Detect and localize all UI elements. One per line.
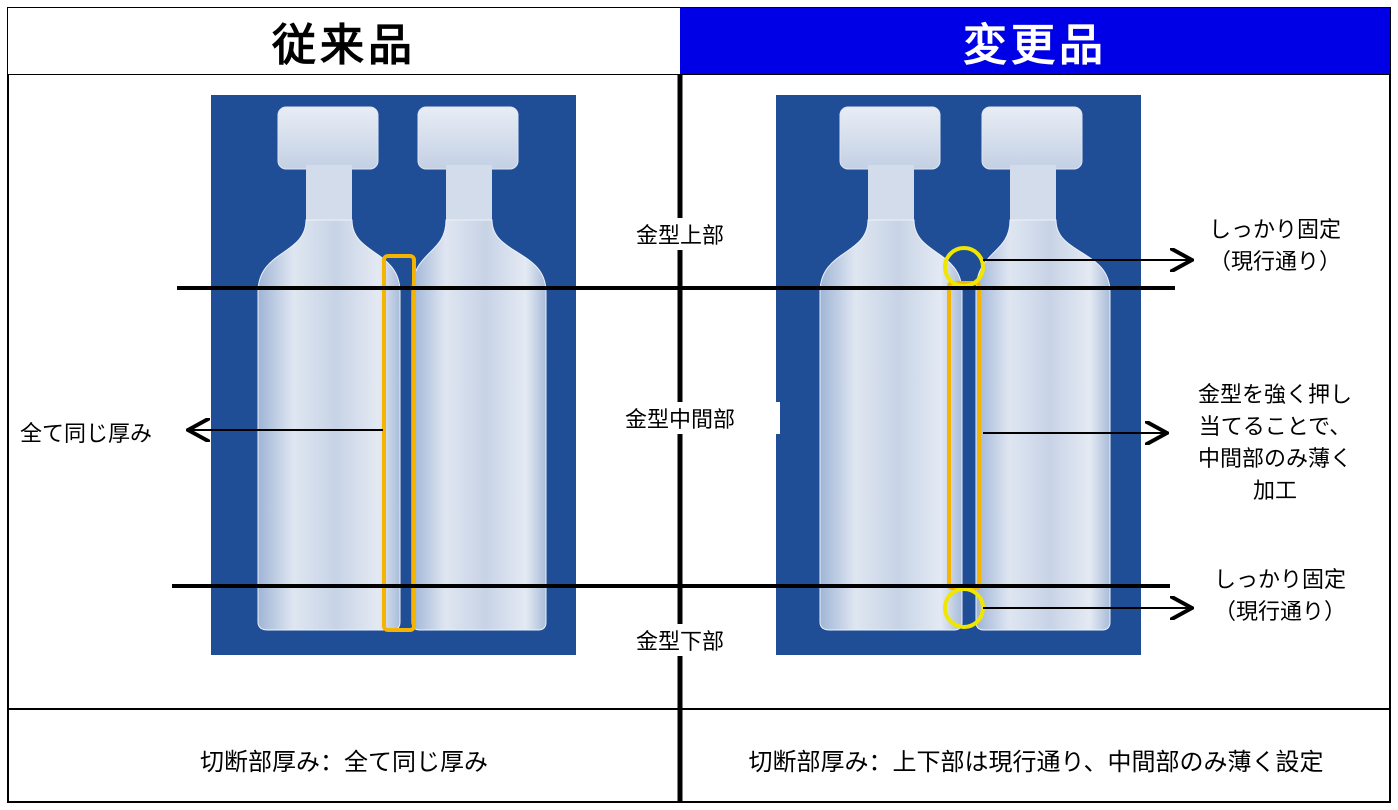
left-product-photo (211, 95, 576, 655)
cut-section-highlight (382, 254, 416, 632)
mold-top-label: 金型上部 (590, 218, 770, 250)
bottom-fixed-line2: （現行通り） (1213, 600, 1346, 625)
top-fixed-note: しっかり固定 （現行通り） (1190, 215, 1360, 279)
top-fixed-line2: （現行通り） (1208, 250, 1341, 275)
header-conventional: 従来品 (8, 8, 680, 74)
right-product-photo (776, 95, 1141, 655)
top-fixed-line1: しっかり固定 (1208, 218, 1341, 243)
footer-right-text: 切断部厚み：上下部は現行通り、中間部のみ薄く設定 (748, 748, 1324, 776)
mold-bottom-label: 金型下部 (590, 624, 770, 656)
bottom-fixed-line1: しっかり固定 (1213, 568, 1346, 593)
same-thickness-label: 全て同じ厚み (20, 422, 153, 447)
mold-middle-label: 金型中間部 (580, 402, 780, 434)
header-changed: 変更品 (680, 8, 1390, 74)
bottom-fixed-note: しっかり固定 （現行通り） (1195, 565, 1365, 629)
middle-note-line2: 当てることで、 (1198, 415, 1352, 440)
middle-note-line3: 中間部のみ薄く (1197, 447, 1352, 472)
middle-thin-note: 金型を強く押し 当てることで、 中間部のみ薄く 加工 (1180, 380, 1370, 508)
footer-left-text: 切断部厚み：全て同じ厚み (200, 748, 488, 776)
middle-note-line4: 加工 (1252, 479, 1297, 504)
middle-note-line1: 金型を強く押し (1197, 383, 1352, 408)
